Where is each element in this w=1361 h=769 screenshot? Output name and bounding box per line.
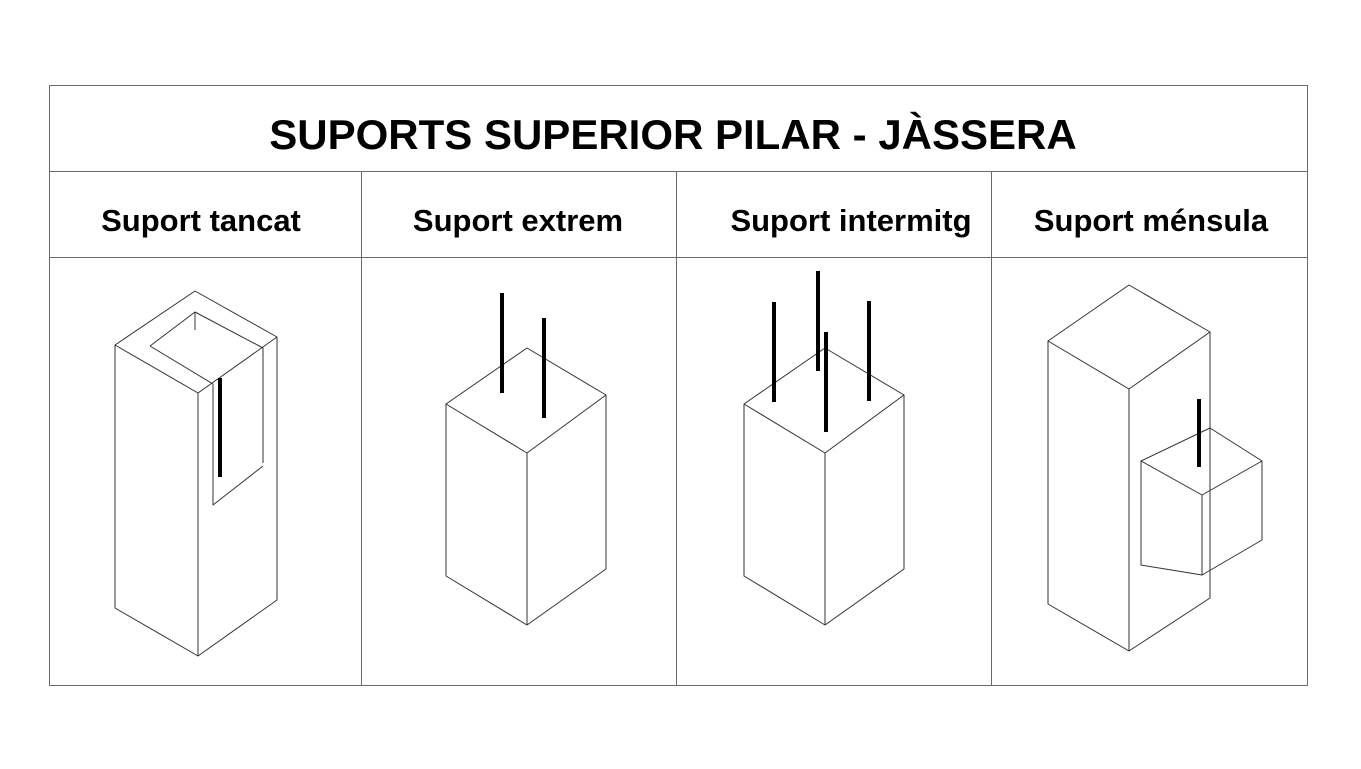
- closed-support-drawing: [114, 290, 278, 657]
- closed-support-outline: [114, 290, 278, 657]
- column-label-intermitg: Suport intermitg: [730, 203, 971, 238]
- end-support-drawing: [445, 293, 607, 626]
- corbel-top-edge: [1140, 460, 1263, 496]
- corbel-column-outline: [1047, 284, 1211, 652]
- intermediate-support-drawing: [743, 271, 905, 626]
- end-support-top-edge: [445, 394, 607, 454]
- outer-border: [49, 85, 1308, 686]
- table-frame: [49, 85, 1308, 686]
- closed-support-top-edge: [114, 336, 278, 394]
- corbel-support-drawing: [1047, 284, 1263, 652]
- column-label-tancat: Suport tancat: [101, 203, 301, 238]
- column-label-mensula: Suport ménsula: [1034, 203, 1269, 238]
- corbel-column-top-edge: [1047, 331, 1211, 390]
- diagram-title: SUPORTS SUPERIOR PILAR - JÀSSERA: [269, 111, 1076, 158]
- end-support-outline: [445, 347, 607, 626]
- closed-support-notch-front: [149, 345, 264, 506]
- column-label-extrem: Suport extrem: [413, 203, 623, 238]
- closed-support-notch-inner: [149, 311, 264, 463]
- corbel-outline: [1140, 427, 1263, 576]
